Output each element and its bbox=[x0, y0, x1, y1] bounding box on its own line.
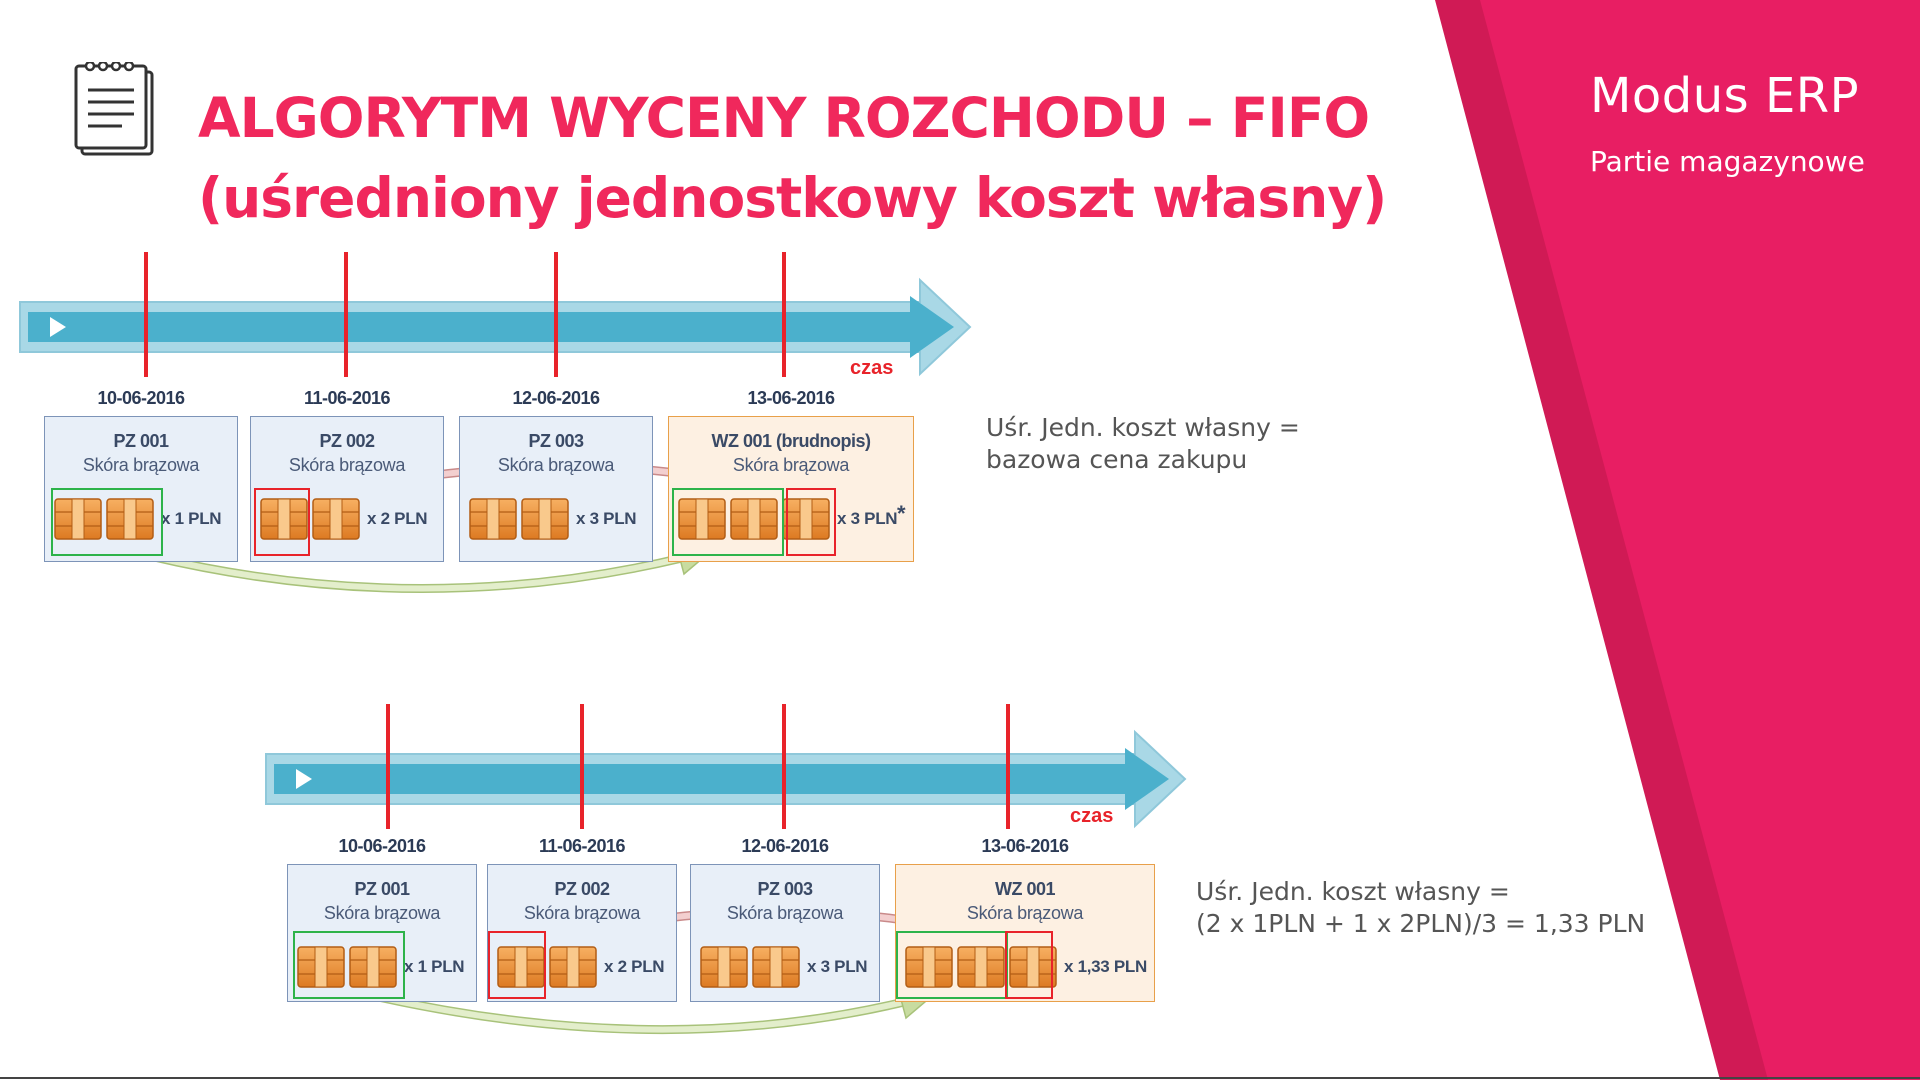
play-icon bbox=[50, 317, 66, 337]
bottom-border bbox=[0, 1077, 1920, 1079]
package-box-icon bbox=[497, 946, 545, 988]
diagram-1-formula: Uśr. Jedn. koszt własny = bazowa cena zak… bbox=[986, 412, 1300, 476]
document-number: WZ 001 bbox=[994, 879, 1056, 899]
document-number: PZ 001 bbox=[113, 431, 169, 451]
package-box-icon bbox=[54, 498, 102, 540]
document-number: WZ 001 (brudnopis) bbox=[711, 431, 872, 451]
diagram-1-doc-date: 12-06-2016 bbox=[512, 388, 600, 408]
package-box-icon bbox=[549, 946, 597, 988]
product-name: Skóra brązowa bbox=[497, 455, 615, 475]
package-box-icon bbox=[312, 498, 360, 540]
product-name: Skóra brązowa bbox=[288, 455, 406, 475]
unit-price: x 1,33 PLN bbox=[1064, 957, 1147, 976]
product-name: Skóra brązowa bbox=[323, 903, 441, 923]
package-box-icon bbox=[905, 946, 953, 988]
diagram-1-green-arrow bbox=[147, 553, 685, 592]
diagram-1-doc-date: 11-06-2016 bbox=[303, 388, 391, 408]
brand-name: Modus ERP bbox=[1590, 68, 1860, 124]
diagram-2-doc-date: 13-06-2016 bbox=[981, 836, 1069, 856]
page-title: ALGORYTM WYCENY ROZCHODU – FIFO (uśredni… bbox=[198, 78, 1387, 238]
diagram-2-doc-date: 10-06-2016 bbox=[338, 836, 426, 856]
diagram-1-red-selection bbox=[254, 488, 310, 556]
package-box-icon bbox=[752, 946, 800, 988]
diagram-1-timeline-bar bbox=[28, 296, 954, 358]
unit-price: x 1 PLN bbox=[161, 509, 222, 528]
package-box-icon bbox=[730, 498, 778, 540]
package-box-icon bbox=[469, 498, 517, 540]
diagram-1-doc-date: 10-06-2016 bbox=[97, 388, 185, 408]
package-box-icon bbox=[1009, 946, 1057, 988]
product-name: Skóra brązowa bbox=[523, 903, 641, 923]
unit-price: x 3 PLN bbox=[837, 509, 898, 528]
product-name: Skóra brązowa bbox=[82, 455, 200, 475]
product-name: Skóra brązowa bbox=[966, 903, 1084, 923]
diagram-2-timeline-bar bbox=[274, 748, 1169, 810]
product-name: Skóra brązowa bbox=[726, 903, 844, 923]
diagram-2-red-selection bbox=[1005, 931, 1053, 999]
document-number: PZ 003 bbox=[757, 879, 813, 899]
sidebar-panel bbox=[1480, 0, 1920, 1080]
diagram-1-green-selection bbox=[51, 488, 163, 556]
diagram-2-formula: Uśr. Jedn. koszt własny = (2 x 1PLN + 1 x… bbox=[1196, 876, 1645, 940]
unit-price: x 2 PLN bbox=[604, 957, 665, 976]
play-icon bbox=[296, 769, 312, 789]
note-mark: * bbox=[897, 501, 906, 526]
package-box-icon bbox=[297, 946, 345, 988]
package-box-icon bbox=[106, 498, 154, 540]
package-box-icon bbox=[349, 946, 397, 988]
package-box-icon bbox=[700, 946, 748, 988]
brand-subtitle: Partie magazynowe bbox=[1590, 145, 1865, 178]
document-number: PZ 001 bbox=[354, 879, 410, 899]
diagram-1-doc-date: 13-06-2016 bbox=[747, 388, 835, 408]
diagram-2-doc-date: 11-06-2016 bbox=[538, 836, 626, 856]
diagram-2-red-selection bbox=[488, 931, 546, 999]
unit-price: x 3 PLN bbox=[807, 957, 868, 976]
package-box-icon bbox=[260, 498, 308, 540]
formula-line: (2 x 1PLN + 1 x 2PLN)/3 = 1,33 PLN bbox=[1196, 909, 1646, 938]
diagram-2-doc-date: 12-06-2016 bbox=[741, 836, 829, 856]
diagram-2-green-selection bbox=[896, 931, 1008, 999]
diagram-2-green-arrow bbox=[371, 993, 907, 1033]
formula-line: Uśr. Jedn. koszt własny = bbox=[1196, 877, 1510, 906]
document-number: PZ 002 bbox=[554, 879, 610, 899]
product-name: Skóra brązowa bbox=[732, 455, 850, 475]
package-box-icon bbox=[678, 498, 726, 540]
diagram-1-document-card: WZ 001 (brudnopis) Skóra brązowa x 3 PLN* bbox=[668, 416, 914, 562]
notepad-icon bbox=[74, 62, 154, 156]
diagram-2-green-selection bbox=[293, 931, 405, 999]
title-line-1: ALGORYTM WYCENY ROZCHODU – FIFO bbox=[198, 86, 1370, 150]
document-number: PZ 003 bbox=[528, 431, 584, 451]
document-number: PZ 002 bbox=[319, 431, 375, 451]
package-box-icon bbox=[957, 946, 1005, 988]
unit-price: x 2 PLN bbox=[367, 509, 428, 528]
title-line-2: (uśredniony jednostkowy koszt własny) bbox=[198, 166, 1387, 230]
diagram-2-time-label: czas bbox=[1070, 805, 1114, 827]
unit-price: x 3 PLN bbox=[576, 509, 637, 528]
diagram-1-green-selection bbox=[672, 488, 784, 556]
formula-line: bazowa cena zakupu bbox=[986, 445, 1248, 474]
unit-price: x 1 PLN bbox=[404, 957, 465, 976]
formula-line: Uśr. Jedn. koszt własny = bbox=[986, 413, 1300, 442]
package-box-icon bbox=[521, 498, 569, 540]
package-box-icon bbox=[782, 498, 830, 540]
diagram-1-red-selection bbox=[786, 488, 836, 556]
diagram-1-time-label: czas bbox=[850, 357, 894, 379]
